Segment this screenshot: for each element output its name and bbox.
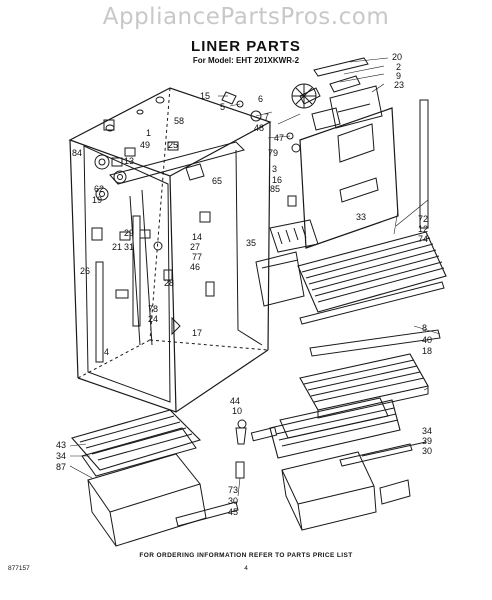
loose-hardware: [221, 91, 294, 479]
callout-74: 74: [418, 234, 428, 244]
model-line: For Model: EHT 201XKWR-2: [192, 56, 300, 65]
liner-cabinet: [68, 87, 272, 413]
site-watermark: AppliancePartsPros.com: [102, 4, 390, 30]
callout-24: 24: [148, 314, 158, 324]
callout-17: 17: [192, 328, 202, 338]
callout-30-right: 30: [422, 446, 432, 456]
lower-shelf-set: [250, 397, 427, 467]
callout-4: 4: [104, 347, 109, 357]
callout-28: 28: [164, 278, 174, 288]
evaporator-cover-assembly: [291, 57, 429, 249]
callout-31: 31: [124, 242, 134, 252]
callout-77: 77: [192, 252, 202, 262]
callout-9: 9: [396, 71, 401, 81]
freezer-wire-shelf: [297, 231, 447, 325]
callout-39: 39: [422, 436, 432, 446]
callout-10: 10: [232, 406, 242, 416]
callout-15: 15: [200, 91, 210, 101]
callout-18: 18: [422, 346, 432, 356]
callout-47: 47: [274, 133, 284, 143]
callout-12: 12: [418, 224, 428, 234]
leader-lines: [69, 57, 441, 497]
document-number: 877157: [8, 565, 30, 572]
callout-48: 48: [254, 123, 264, 133]
page-title: LINER PARTS: [191, 38, 301, 55]
callout-85: 85: [270, 184, 280, 194]
callout-40: 40: [422, 335, 432, 345]
callout-73: 73: [228, 485, 238, 495]
callout-8: 8: [422, 323, 427, 333]
callout-29: 29: [124, 228, 134, 238]
callout-27: 27: [190, 242, 200, 252]
callout-16: 16: [272, 175, 282, 185]
callout-72: 72: [418, 214, 428, 224]
callout-34-right: 34: [422, 426, 432, 436]
page-number: 4: [244, 565, 248, 572]
callout-25: 25: [168, 140, 178, 150]
callout-87: 87: [56, 462, 66, 472]
callout-44: 44: [230, 396, 240, 406]
callout-65: 65: [212, 176, 222, 186]
callout-2: 2: [396, 62, 401, 72]
callout-58: 58: [174, 116, 184, 126]
callout-43: 43: [56, 440, 66, 450]
callout-79: 79: [268, 148, 278, 158]
callout-23: 23: [394, 80, 404, 90]
callout-26: 26: [80, 266, 90, 276]
callout-45: 45: [228, 507, 238, 517]
callout-78: 78: [148, 304, 158, 314]
refrigerator-shelf: [299, 329, 441, 419]
callout-13: 13: [124, 156, 134, 166]
ordering-footer: FOR ORDERING INFORMATION REFER TO PARTS …: [139, 552, 353, 559]
crisper-set-left: [71, 409, 239, 547]
callout-20: 20: [392, 52, 402, 62]
callout-84: 84: [72, 148, 82, 158]
callout-7: 7: [264, 112, 269, 122]
callout-19: 19: [92, 195, 102, 205]
callout-21: 21: [112, 242, 122, 252]
callout-6: 6: [258, 94, 263, 104]
callout-33: 33: [356, 212, 366, 222]
callout-34-left: 34: [56, 451, 66, 461]
callout-1: 1: [146, 128, 151, 138]
callout-62: 62: [94, 184, 104, 194]
ice-tray-bin: [255, 195, 319, 307]
callout-3: 3: [272, 164, 277, 174]
callout-46: 46: [190, 262, 200, 272]
callout-35: 35: [246, 238, 256, 248]
callout-49: 49: [140, 140, 150, 150]
crisper-drawer-right: [281, 451, 411, 531]
callout-5: 5: [220, 102, 225, 112]
callout-14: 14: [192, 232, 202, 242]
callout-30-lower: 30: [228, 496, 238, 506]
callout-labels: 20 2 9 23 15 5 6 7 48 47 79 58 1 25 49 1…: [56, 52, 432, 517]
